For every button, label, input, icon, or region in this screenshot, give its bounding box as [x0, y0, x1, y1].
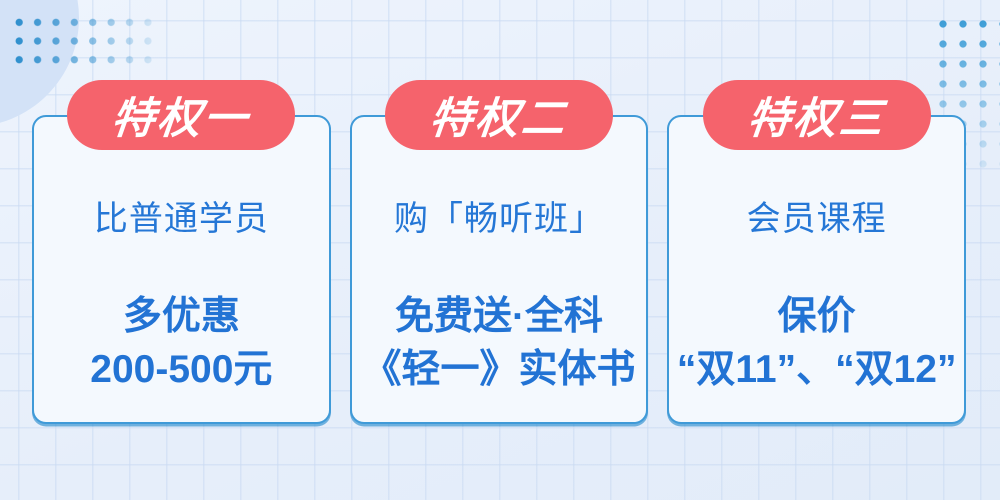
benefit-line: 免费送·全科: [395, 295, 603, 338]
privilege-badge-label: 特权三: [744, 95, 888, 143]
privilege-badge-1: 特权一: [67, 80, 296, 150]
privilege-badge-label: 特权一: [109, 95, 253, 143]
privilege-badge-3: 特权三: [702, 80, 931, 150]
privilege-card-body: 比普通学员 多优惠 200-500元: [32, 115, 331, 424]
privilege-card-body: 购「畅听班」 免费送·全科 《轻一》实体书: [349, 115, 649, 424]
privilege-card-1: 特权一 比普通学员 多优惠 200-500元: [32, 80, 331, 424]
privilege-benefit-text: 多优惠 200-500元: [90, 290, 272, 396]
privilege-card-body: 会员课程 保价 “双11”、“双12”: [667, 115, 967, 424]
benefit-line: 《轻一》实体书: [362, 348, 636, 392]
benefit-line: 多优惠: [122, 295, 240, 338]
privilege-benefit-text: 保价 “双11”、“双12”: [677, 290, 957, 396]
benefit-line: 保价: [777, 295, 856, 338]
privilege-cards-row: 特权一 比普通学员 多优惠 200-500元 特权二 购「畅听班」 免费送·全科…: [32, 80, 967, 424]
privilege-badge-label: 特权二: [427, 95, 571, 143]
privilege-benefit-text: 免费送·全科 《轻一》实体书: [363, 290, 636, 396]
privilege-intro-text: 会员课程: [746, 200, 887, 238]
benefit-line: 200-500元: [90, 348, 273, 392]
dot-grid-top-left-icon: [7, 10, 157, 68]
privilege-card-2: 特权二 购「畅听班」 免费送·全科 《轻一》实体书: [349, 80, 649, 424]
benefit-line: “双11”、“双12”: [676, 348, 957, 392]
privilege-card-3: 特权三 会员课程 保价 “双11”、“双12”: [667, 80, 967, 424]
privilege-badge-2: 特权二: [385, 80, 613, 150]
privilege-intro-text: 购「畅听班」: [394, 200, 604, 238]
privilege-intro-text: 比普通学员: [93, 200, 269, 238]
